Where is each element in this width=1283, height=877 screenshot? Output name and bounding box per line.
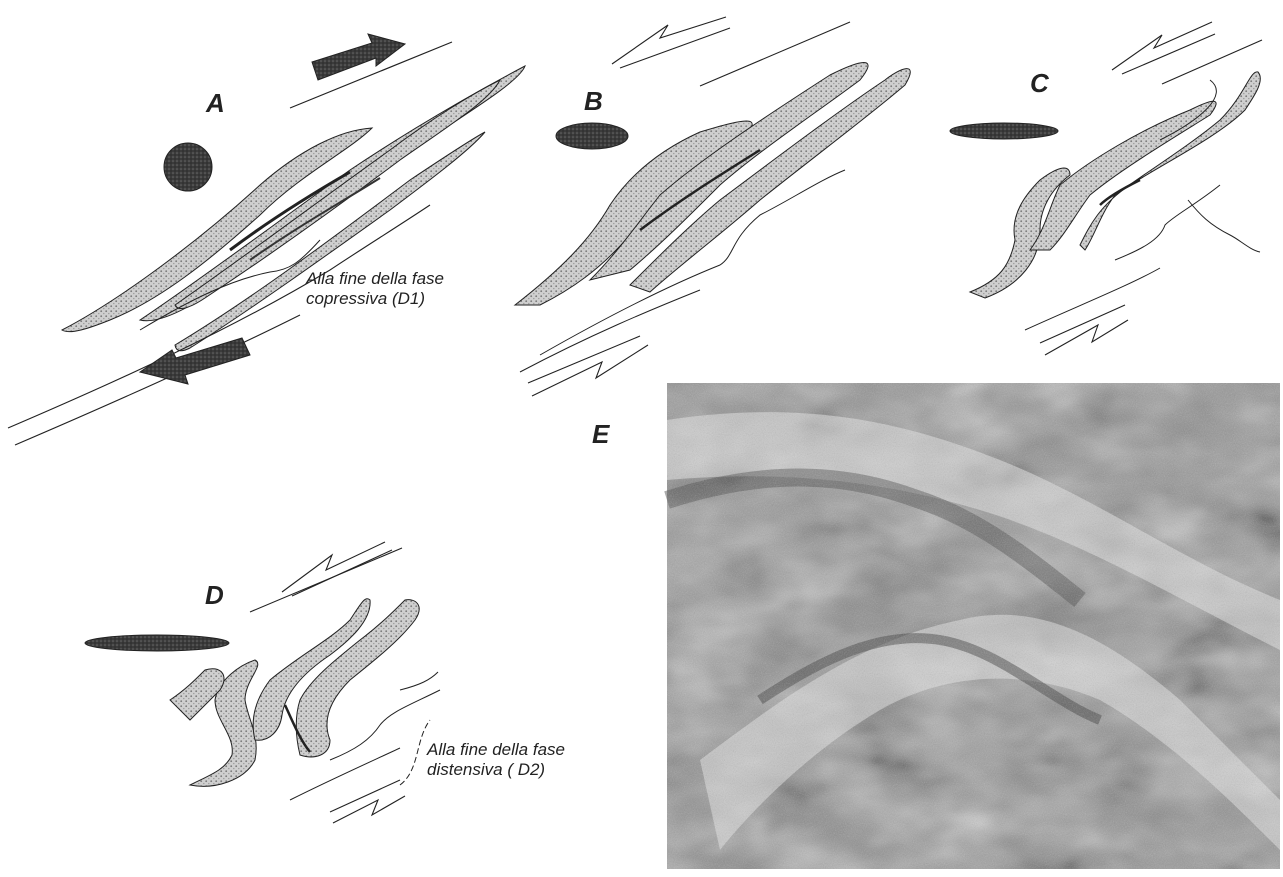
shear-line <box>1188 200 1260 252</box>
shear-line <box>620 28 730 68</box>
panel-label-e: E <box>592 419 609 450</box>
strain-circle-icon <box>164 143 212 191</box>
shear-line <box>1162 40 1262 84</box>
shear-line <box>400 720 430 785</box>
half-arrow-open-icon <box>1112 22 1212 70</box>
panel-a <box>8 34 525 445</box>
photo-grain <box>667 383 1280 869</box>
panel-b <box>515 17 910 396</box>
half-arrow-open-icon <box>532 345 648 396</box>
half-arrow-open-icon <box>1045 320 1128 355</box>
shear-line <box>250 548 402 612</box>
half-arrow-open-icon <box>333 796 405 823</box>
shear-line <box>1122 34 1215 74</box>
shear-line <box>1115 185 1220 260</box>
stippled-layer <box>170 669 224 720</box>
panel-label-d: D <box>205 580 224 611</box>
caption-extensional: Alla fine della fase distensiva ( D2) <box>427 740 565 780</box>
shear-line <box>1040 305 1125 343</box>
half-arrow-open-icon <box>612 17 726 64</box>
shear-line <box>400 672 438 690</box>
strain-ellipse-icon <box>950 123 1058 139</box>
panel-label-a: A <box>206 88 225 119</box>
shear-line <box>1025 268 1160 330</box>
caption-extensional-line2: distensiva ( D2) <box>427 760 565 780</box>
stippled-layer <box>590 63 868 281</box>
panel-e-photo <box>667 383 1280 869</box>
half-arrow-open-icon <box>282 542 385 592</box>
shear-line <box>520 290 700 372</box>
caption-compressive: Alla fine della fase copressiva (D1) <box>306 269 444 309</box>
solid-arrow-icon <box>312 34 405 80</box>
caption-compressive-line2: copressiva (D1) <box>306 289 444 309</box>
shear-line <box>15 315 300 445</box>
caption-extensional-line1: Alla fine della fase <box>427 740 565 760</box>
panel-label-b: B <box>584 86 603 117</box>
strain-ellipse-icon <box>556 123 628 149</box>
shear-line <box>330 690 440 760</box>
caption-compressive-line1: Alla fine della fase <box>306 269 444 289</box>
panel-label-c: C <box>1030 68 1049 99</box>
panel-c <box>950 22 1262 355</box>
strain-ellipse-icon <box>85 635 229 651</box>
panel-d <box>85 542 440 823</box>
